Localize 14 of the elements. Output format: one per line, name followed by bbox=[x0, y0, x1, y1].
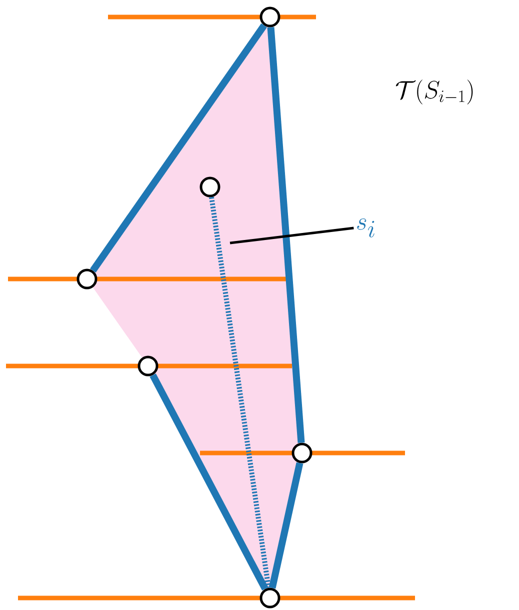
vertex-circle bbox=[138, 356, 158, 376]
leader-line bbox=[230, 226, 354, 244]
vertex-circle bbox=[260, 6, 280, 28]
segment-label: $s_i$ bbox=[357, 218, 374, 238]
vertex-circle bbox=[76, 268, 98, 290]
polygon-edge bbox=[267, 26, 305, 444]
vertex-circle bbox=[292, 442, 312, 464]
polygon-edge bbox=[268, 462, 304, 589]
dashed-segment bbox=[209, 196, 271, 588]
polygon-edge bbox=[90, 23, 267, 273]
vertex-circle bbox=[200, 176, 220, 198]
vertex-circle bbox=[260, 588, 280, 608]
polygon-edge bbox=[150, 373, 268, 591]
formula-label: $\mathcal{T}(S_{i-1})$ bbox=[396, 80, 473, 104]
